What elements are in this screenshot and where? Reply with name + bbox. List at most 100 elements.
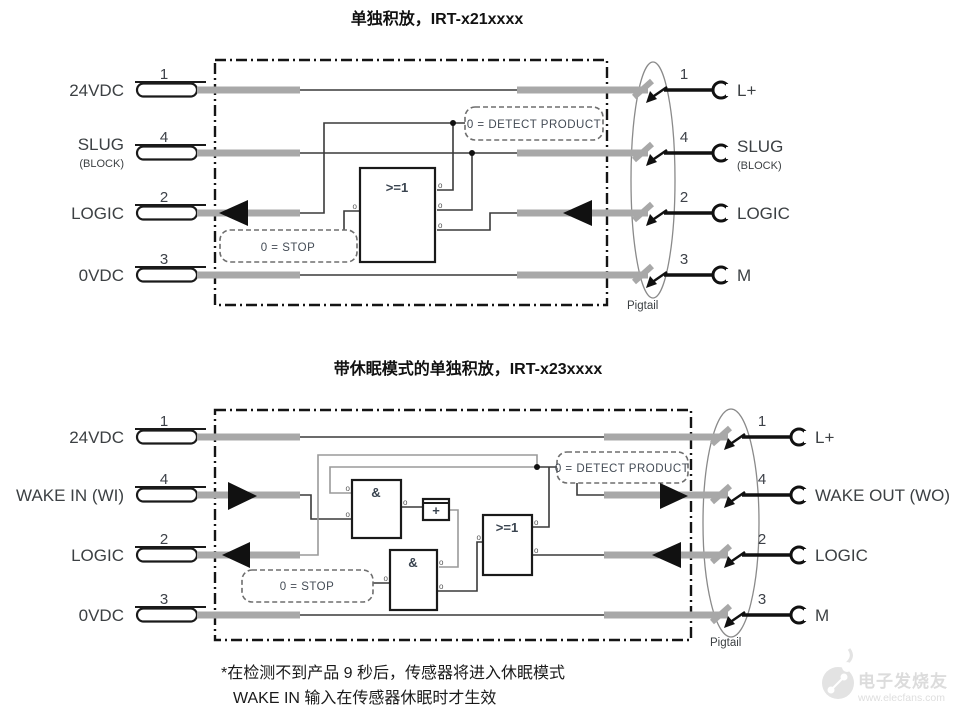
inversion-mark: o bbox=[477, 533, 482, 542]
pigtail-ellipse bbox=[702, 408, 760, 638]
watermark: 电子发烧友 www.elecfans.com bbox=[822, 648, 948, 704]
internal-wires bbox=[300, 436, 604, 616]
diagram1-title: 单独积放，IRT-x21xxxx bbox=[351, 9, 524, 28]
sensor-boundary-box bbox=[213, 408, 693, 642]
diagram2: 24VDC 1 WAKE IN (WI) 4 LOGIC 2 0VDC 3 bbox=[16, 408, 950, 649]
connector-right-slug: 4 SLUG (BLOCK) bbox=[632, 129, 783, 172]
ferrule bbox=[135, 267, 199, 283]
connector-right-m: 3 M bbox=[710, 591, 829, 628]
svg-text:LOGIC: LOGIC bbox=[71, 204, 124, 223]
svg-text:SLUG: SLUG bbox=[737, 137, 783, 156]
input-arrow-left-icon bbox=[652, 542, 681, 568]
svg-text:&: & bbox=[408, 555, 417, 570]
annotation-stop: 0 = STOP bbox=[241, 569, 374, 603]
svg-text:>=1: >=1 bbox=[496, 520, 518, 535]
annotation-detect-product: 0 = DETECT PRODUCT bbox=[555, 451, 689, 484]
watermark-name: 电子发烧友 bbox=[858, 671, 948, 691]
right-wires bbox=[604, 433, 728, 619]
ferrule bbox=[135, 487, 199, 503]
ferrule bbox=[135, 607, 199, 623]
svg-text:3: 3 bbox=[758, 591, 766, 608]
svg-text:WAKE IN (WI): WAKE IN (WI) bbox=[16, 486, 124, 505]
svg-text:(BLOCK): (BLOCK) bbox=[79, 158, 124, 170]
output-arrow-right-icon bbox=[660, 483, 688, 509]
watermark-url: www.elecfans.com bbox=[857, 692, 945, 704]
svg-text:24VDC: 24VDC bbox=[69, 428, 124, 447]
connector-right-l-plus: 1 L+ bbox=[710, 413, 834, 450]
svg-text:(BLOCK): (BLOCK) bbox=[737, 160, 782, 172]
inversion-mark: o bbox=[438, 201, 443, 210]
svg-text:3: 3 bbox=[680, 251, 688, 268]
svg-text:1: 1 bbox=[160, 413, 168, 430]
svg-text:&: & bbox=[371, 485, 380, 500]
pigtail-ellipse bbox=[630, 61, 676, 299]
inversion-mark: o bbox=[439, 558, 444, 567]
ferrule bbox=[135, 547, 199, 563]
svg-text:WAKE OUT (WO): WAKE OUT (WO) bbox=[815, 486, 950, 505]
svg-text:L+: L+ bbox=[737, 81, 756, 100]
svg-text:LOGIC: LOGIC bbox=[737, 204, 790, 223]
inversion-mark: o bbox=[353, 202, 358, 211]
pigtail-label: Pigtail bbox=[710, 637, 741, 649]
output-arrow-left-icon bbox=[222, 542, 250, 568]
pin-left-logic: LOGIC 2 bbox=[71, 189, 300, 226]
svg-text:0 = DETECT PRODUCT: 0 = DETECT PRODUCT bbox=[555, 463, 689, 475]
svg-text:SLUG: SLUG bbox=[78, 135, 124, 154]
svg-text:3: 3 bbox=[160, 591, 168, 608]
and-gate-2: & o o o bbox=[384, 548, 444, 612]
inversion-mark: o bbox=[534, 546, 539, 555]
output-arrow-left-icon bbox=[219, 200, 248, 226]
connector-right-logic: 2 LOGIC bbox=[632, 189, 790, 226]
pin-left-slug: SLUG (BLOCK) 4 bbox=[78, 129, 300, 170]
svg-text:LOGIC: LOGIC bbox=[71, 546, 124, 565]
pin-left-0vdc: 0VDC 3 bbox=[79, 251, 300, 285]
svg-text:1: 1 bbox=[160, 66, 168, 83]
inversion-mark: o bbox=[439, 582, 444, 591]
inversion-mark: o bbox=[384, 574, 389, 583]
svg-text:2: 2 bbox=[160, 189, 168, 206]
svg-text:2: 2 bbox=[758, 531, 766, 548]
svg-text:0 = STOP: 0 = STOP bbox=[261, 242, 316, 254]
diagram2-title: 带休眠模式的单独积放，IRT-x23xxxx bbox=[334, 359, 603, 378]
inversion-mark: o bbox=[403, 498, 408, 507]
svg-text:4: 4 bbox=[160, 129, 168, 146]
annotation-stop: 0 = STOP bbox=[219, 229, 358, 263]
or-gate: >=1 o o o o bbox=[353, 166, 443, 264]
output-arrow-right-icon bbox=[563, 200, 592, 226]
pin-left-0vdc: 0VDC 3 bbox=[79, 591, 300, 625]
svg-text:>=1: >=1 bbox=[386, 180, 408, 195]
inversion-mark: o bbox=[438, 181, 443, 190]
input-arrow-right-icon bbox=[228, 482, 257, 510]
ferrule bbox=[135, 429, 199, 445]
pigtail-label: Pigtail bbox=[627, 300, 658, 312]
svg-text:M: M bbox=[815, 606, 829, 625]
pin-left-logic: LOGIC 2 bbox=[71, 531, 300, 568]
diagram1: 24VDC 1 SLUG (BLOCK) 4 LOGIC 2 0VDC 3 bbox=[69, 58, 790, 312]
svg-text:+: + bbox=[432, 503, 440, 518]
pin-left-24vdc: 24VDC 1 bbox=[69, 66, 300, 100]
svg-text:M: M bbox=[737, 266, 751, 285]
inversion-mark: o bbox=[534, 518, 539, 527]
ferrule bbox=[135, 205, 199, 221]
connector-right-l-plus: 1 L+ bbox=[632, 66, 756, 103]
svg-text:1: 1 bbox=[680, 66, 688, 83]
sensor-boundary-box bbox=[213, 58, 609, 307]
inversion-mark: o bbox=[346, 510, 351, 519]
footnote: *在检测不到产品 9 秒后，传感器将进入休眠模式 WAKE IN 输入在传感器休… bbox=[221, 664, 565, 707]
svg-text:0VDC: 0VDC bbox=[79, 266, 124, 285]
connector-right-wake-out: 4 WAKE OUT (WO) bbox=[710, 471, 950, 508]
timer-block: + bbox=[421, 497, 451, 522]
svg-text:0 = STOP: 0 = STOP bbox=[280, 581, 335, 593]
elecfans-logo-icon bbox=[822, 648, 854, 699]
right-wires bbox=[517, 86, 648, 279]
ferrule bbox=[135, 82, 199, 98]
svg-text:0 = DETECT PRODUCT: 0 = DETECT PRODUCT bbox=[467, 119, 601, 131]
svg-text:3: 3 bbox=[160, 251, 168, 268]
footnote-line1: *在检测不到产品 9 秒后，传感器将进入休眠模式 bbox=[221, 664, 565, 682]
svg-text:2: 2 bbox=[160, 531, 168, 548]
internal-wires bbox=[300, 89, 517, 276]
svg-text:4: 4 bbox=[758, 471, 766, 488]
svg-text:2: 2 bbox=[680, 189, 688, 206]
